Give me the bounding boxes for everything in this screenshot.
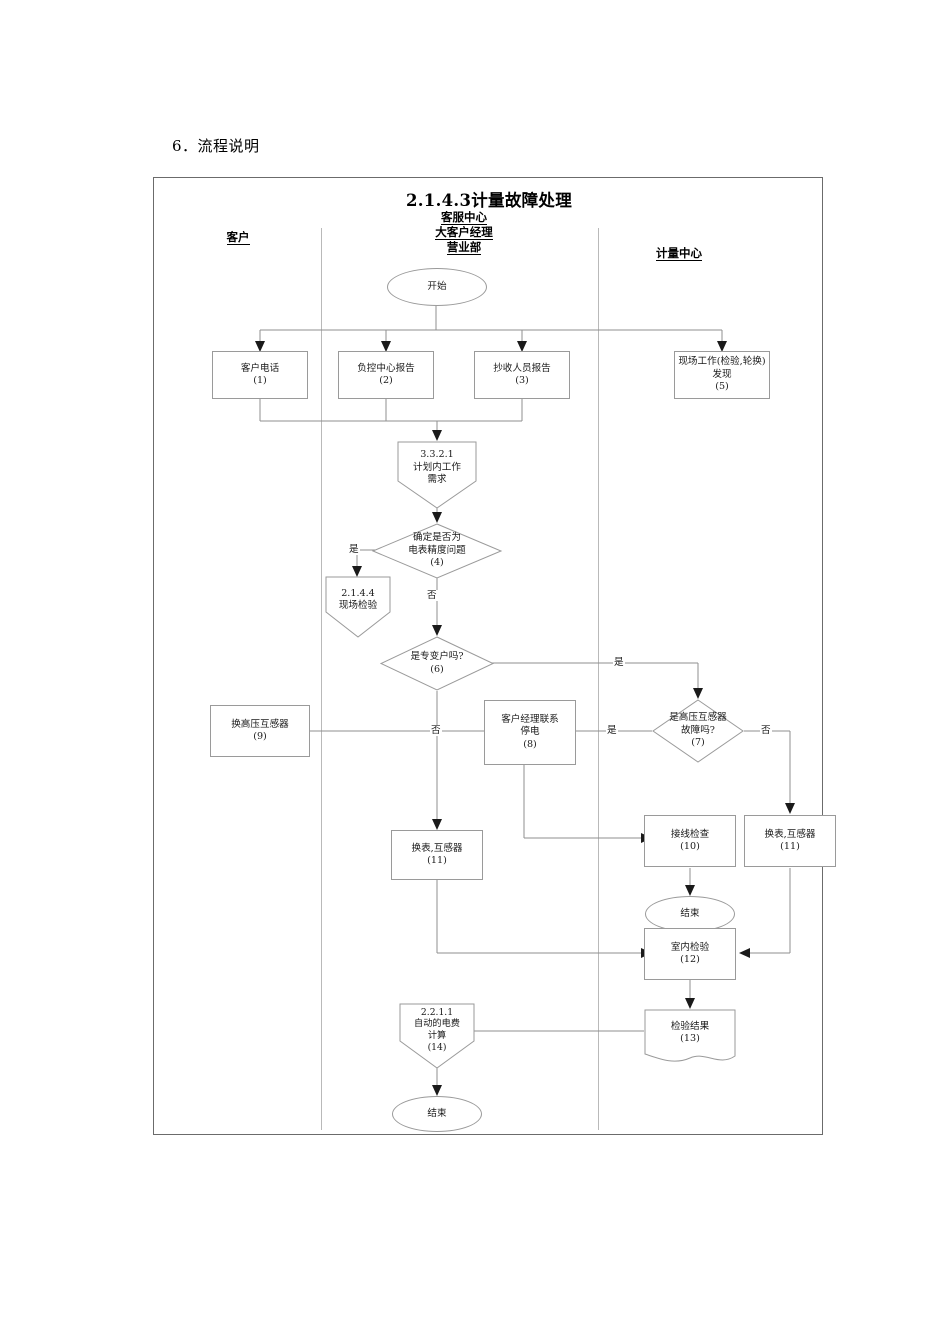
- node-is-special-transformer-user-label: 是专变户吗? (6): [410, 651, 464, 675]
- node-field-inspection-label: 2.1.4.4 现场检验: [338, 587, 378, 611]
- node-is-hv-ct-fault-label: 是高压互感器 故障吗? (7): [669, 712, 727, 749]
- edge-label-accuracy-yes: 是: [348, 544, 360, 555]
- node-field-work-discovery[interactable]: 现场工作(检验,轮换)发现 (5): [674, 351, 770, 399]
- flowchart-title: 2.1.4.3计量故障处理: [405, 191, 573, 210]
- lane-label-service-2: 营业部: [446, 240, 482, 255]
- edge-label-accuracy-no: 否: [426, 590, 438, 601]
- node-replace-meter-ct-right-label: 换表,互感器 (11): [764, 828, 816, 852]
- node-field-work-discovery-label: 现场工作(检验,轮换)发现 (5): [678, 356, 766, 393]
- node-start-label: 开始: [427, 280, 447, 292]
- node-load-control-report[interactable]: 负控中心报告 (2): [338, 351, 434, 399]
- lane-label-service-0: 客服中心: [441, 210, 487, 225]
- node-wiring-check[interactable]: 接线检查 (10): [644, 815, 736, 867]
- node-planned-work-demand-label: 3.3.2.1 计划内工作 需求: [413, 449, 461, 486]
- node-replace-hv-ct[interactable]: 换高压互感器 (9): [210, 705, 310, 757]
- edge-label-hv-ct-yes: 是: [606, 725, 618, 736]
- edge-label-special-user-no: 否: [430, 725, 442, 736]
- node-indoor-inspection-label: 室内检验 (12): [670, 941, 710, 965]
- node-planned-work-demand[interactable]: 3.3.2.1 计划内工作 需求: [397, 441, 477, 509]
- lane-divider-2: [598, 228, 599, 1130]
- node-meter-reader-report-label: 抄收人员报告 (3): [493, 362, 551, 386]
- node-end-final[interactable]: 结束: [392, 1096, 482, 1132]
- lane-header-metering-center: 计量中心: [614, 246, 744, 261]
- node-is-hv-ct-fault[interactable]: 是高压互感器 故障吗? (7): [652, 699, 744, 763]
- node-replace-hv-ct-label: 换高压互感器 (9): [231, 718, 289, 742]
- node-replace-meter-ct-middle[interactable]: 换表,互感器 (11): [391, 830, 483, 880]
- node-load-control-report-label: 负控中心报告 (2): [357, 362, 415, 386]
- node-manager-contact-power-off[interactable]: 客户经理联系 停电 (8): [484, 700, 576, 765]
- node-auto-billing-calculation-label: 2.2.1.1 自动的电费 计算 (14): [414, 1006, 460, 1053]
- flowchart-frame: 2.1.4.3计量故障处理 客户 客服中心 大客户经理 营业部 计量中心: [153, 177, 836, 1135]
- node-auto-billing-calculation[interactable]: 2.2.1.1 自动的电费 计算 (14): [399, 1003, 475, 1069]
- node-inspection-result[interactable]: 检验结果 (13): [644, 1009, 736, 1067]
- node-decide-meter-accuracy-label: 确定是否为 电表精度问题 (4): [408, 532, 466, 569]
- node-meter-reader-report[interactable]: 抄收人员报告 (3): [474, 351, 570, 399]
- node-end-final-label: 结束: [427, 1107, 447, 1119]
- lane-header-customer: 客户: [178, 230, 298, 245]
- node-inspection-result-label: 检验结果 (13): [670, 1020, 710, 1044]
- node-replace-meter-ct-middle-label: 换表,互感器 (11): [411, 842, 463, 866]
- node-decide-meter-accuracy[interactable]: 确定是否为 电表精度问题 (4): [371, 523, 503, 579]
- node-start[interactable]: 开始: [387, 268, 487, 306]
- lane-header-service-center: 客服中心 大客户经理 营业部: [399, 210, 529, 255]
- lane-label-customer-0: 客户: [226, 230, 250, 245]
- node-end-wiring-check-label: 结束: [680, 907, 700, 919]
- node-manager-contact-power-off-label: 客户经理联系 停电 (8): [501, 713, 559, 750]
- node-end-wiring-check[interactable]: 结束: [645, 896, 735, 932]
- edge-label-special-user-yes: 是: [613, 657, 625, 668]
- node-customer-call[interactable]: 客户电话 (1): [212, 351, 308, 399]
- node-replace-meter-ct-right[interactable]: 换表,互感器 (11): [744, 815, 836, 867]
- node-field-inspection[interactable]: 2.1.4.4 现场检验: [325, 576, 391, 638]
- node-wiring-check-label: 接线检查 (10): [670, 828, 710, 852]
- lane-label-service-1: 大客户经理: [435, 225, 493, 240]
- node-is-special-transformer-user[interactable]: 是专变户吗? (6): [379, 636, 495, 691]
- node-customer-call-label: 客户电话 (1): [240, 362, 280, 386]
- section-heading: 6．流程说明: [172, 137, 260, 155]
- node-indoor-inspection[interactable]: 室内检验 (12): [644, 928, 736, 980]
- lane-label-metering-0: 计量中心: [656, 246, 702, 261]
- edge-label-hv-ct-no: 否: [760, 725, 772, 736]
- lane-divider-1: [321, 228, 322, 1130]
